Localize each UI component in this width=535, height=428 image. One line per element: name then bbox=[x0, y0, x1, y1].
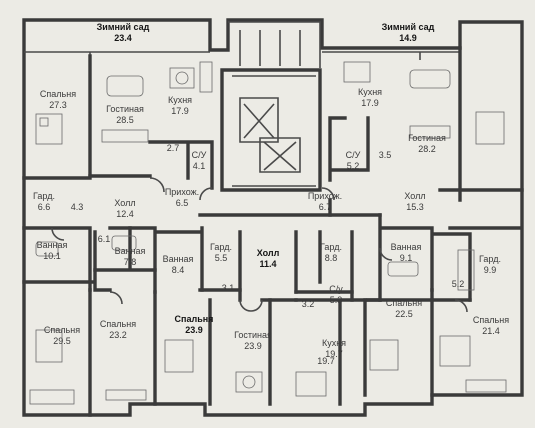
wardrobe-a-area: 6.6 bbox=[38, 202, 51, 212]
wc-c-area: 5.3 bbox=[330, 295, 343, 305]
bedroom-c-area: 23.2 bbox=[109, 330, 127, 340]
small-h-area: 19.7 bbox=[317, 356, 335, 366]
wardrobe-c-name: Гард. bbox=[320, 242, 342, 252]
bedroom-d-name: Спальня bbox=[175, 314, 214, 324]
small-d-area: 6.1 bbox=[98, 234, 111, 244]
wc-a-name: С/У bbox=[192, 150, 207, 160]
wc-b-area: 5.2 bbox=[347, 161, 360, 171]
winter-garden-right-area: 14.9 bbox=[399, 33, 417, 43]
living-c-area: 23.9 bbox=[244, 341, 262, 351]
entry-b-name: Прихож. bbox=[308, 191, 342, 201]
small-e-area: 3.1 bbox=[222, 283, 235, 293]
walls bbox=[22, 18, 524, 417]
small-b-area: 3.5 bbox=[379, 150, 392, 160]
bedroom-a-area: 27.3 bbox=[49, 100, 67, 110]
kitchen-a-name: Кухня bbox=[168, 95, 192, 105]
bedroom-b-area: 29.5 bbox=[53, 336, 71, 346]
hall-c-name: Холл bbox=[257, 248, 280, 258]
bath-d-name: Ванная bbox=[391, 242, 422, 252]
furniture bbox=[29, 61, 507, 405]
entry-a-name: Прихож. bbox=[165, 187, 199, 197]
wardrobe-a-name: Гард. bbox=[33, 191, 55, 201]
bedroom-e-name: Спальня bbox=[386, 298, 422, 308]
hall-c-area: 11.4 bbox=[259, 259, 276, 269]
bath-d-area: 9.1 bbox=[400, 253, 413, 263]
wardrobe-b-name: Гард. bbox=[210, 242, 232, 252]
small-f-area: 3.2 bbox=[302, 299, 315, 309]
hall-a-area: 12.4 bbox=[116, 209, 134, 219]
bedroom-a-name: Спальня bbox=[40, 89, 76, 99]
bedroom-b-name: Спальня bbox=[44, 325, 80, 335]
small-c-area: 4.3 bbox=[71, 202, 84, 212]
kitchen-a-area: 17.9 bbox=[171, 106, 189, 116]
hall-b-area: 15.3 bbox=[406, 202, 424, 212]
winter-garden-left-area: 23.4 bbox=[114, 33, 132, 43]
wardrobe-c-area: 8.8 bbox=[325, 253, 338, 263]
entry-b-area: 6.7 bbox=[319, 202, 332, 212]
kitchen-b-name: Кухня bbox=[358, 87, 382, 97]
wc-c-name: С/у bbox=[329, 284, 343, 294]
bath-b-name: Ванная bbox=[115, 246, 146, 256]
wardrobe-b-area: 5.5 bbox=[215, 253, 228, 263]
wc-b-name: С/У bbox=[346, 150, 361, 160]
bedroom-c-name: Спальня bbox=[100, 319, 136, 329]
living-a-name: Гостиная bbox=[106, 104, 144, 114]
bath-a-name: Ванная bbox=[37, 240, 68, 250]
bedroom-e-area: 22.5 bbox=[395, 309, 413, 319]
wardrobe-d-area: 9.9 bbox=[484, 265, 497, 275]
entry-a-area: 6.5 bbox=[176, 198, 189, 208]
living-b-area: 28.2 bbox=[418, 144, 436, 154]
kitchen-b-area: 17.9 bbox=[361, 98, 379, 108]
living-a-area: 28.5 bbox=[116, 115, 134, 125]
kitchen-c-name: Кухня bbox=[322, 338, 346, 348]
living-b-name: Гостиная bbox=[408, 133, 446, 143]
winter-garden-left-name: Зимний сад bbox=[97, 22, 150, 32]
wc-a-area: 4.1 bbox=[193, 161, 206, 171]
bedroom-f-area: 21.4 bbox=[482, 326, 500, 336]
kitchen-c-area: 19.7 bbox=[325, 349, 343, 359]
small-g-area: 5.2 bbox=[452, 279, 465, 289]
wardrobe-d-name: Гард. bbox=[479, 254, 501, 264]
hall-a-name: Холл bbox=[114, 198, 135, 208]
bath-c-name: Ванная bbox=[163, 254, 194, 264]
living-c-name: Гостиная bbox=[234, 330, 272, 340]
bath-c-area: 8.4 bbox=[172, 265, 185, 275]
bath-a-area: 10.1 bbox=[43, 251, 61, 261]
winter-garden-right-name: Зимний сад bbox=[382, 22, 435, 32]
hall-b-name: Холл bbox=[404, 191, 425, 201]
bedroom-f-name: Спальня bbox=[473, 315, 509, 325]
bath-b-area: 7.8 bbox=[124, 257, 137, 267]
small-a-area: 2.7 bbox=[167, 143, 180, 153]
bedroom-d-area: 23.9 bbox=[185, 325, 203, 335]
